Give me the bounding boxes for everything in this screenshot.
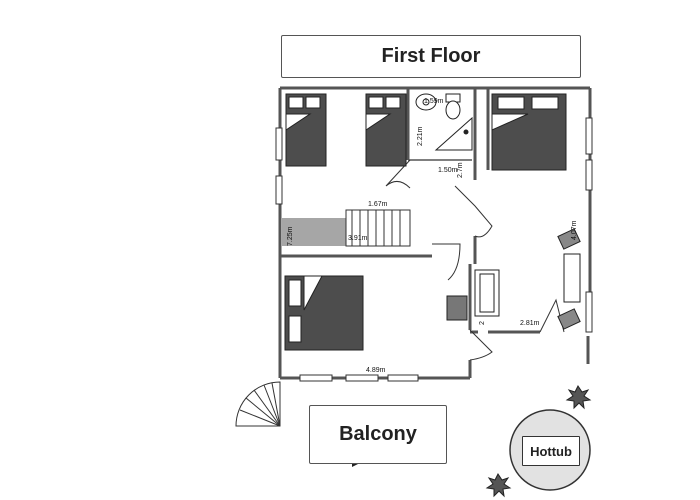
bed-top-right: [491, 93, 567, 171]
dim-bath-top: 1.59m: [424, 98, 444, 105]
dim-bedroom-right-height: 4.07m: [571, 220, 578, 240]
page-title: First Floor: [281, 35, 581, 78]
spiral-staircase: [235, 381, 281, 427]
bed-top-left: [285, 93, 327, 167]
chair-top: [557, 228, 581, 250]
right-room-furniture: [446, 228, 581, 330]
dimension-labels: 1.59m 2.21m 1.50m 2.7m 1.67m 7.25m 3.91m…: [287, 98, 578, 374]
desk: [563, 253, 581, 303]
chair-bottom: [557, 308, 581, 330]
dim-desk-small: 2: [479, 321, 486, 325]
doors: [385, 159, 565, 361]
bathroom-fixtures: [415, 93, 473, 151]
dim-bath-width: 1.50m: [438, 167, 458, 174]
dim-stair-small: 7.25m: [287, 226, 294, 246]
dim-landing-width: 1.67m: [368, 201, 388, 208]
dim-bath-small: 2.7m: [457, 162, 464, 178]
dim-bedroom-right-width: 2.81m: [520, 320, 540, 327]
side-table: [446, 295, 468, 321]
staircase: [282, 209, 411, 247]
stair-shade: [282, 218, 346, 246]
plants: [485, 385, 592, 498]
dim-bath-height: 2.21m: [417, 126, 424, 146]
shower: [434, 116, 473, 151]
toilet-bowl: [445, 100, 461, 120]
bed-top-middle: [365, 93, 407, 167]
dim-stair-width: 3.91m: [348, 235, 368, 242]
dim-bedroom-bottom-width: 4.89m: [366, 367, 386, 374]
balcony-label: Balcony: [309, 405, 447, 464]
hottub-label: Hottub: [522, 436, 580, 466]
windows: [275, 117, 593, 382]
bed-bottom-left: [284, 275, 364, 351]
